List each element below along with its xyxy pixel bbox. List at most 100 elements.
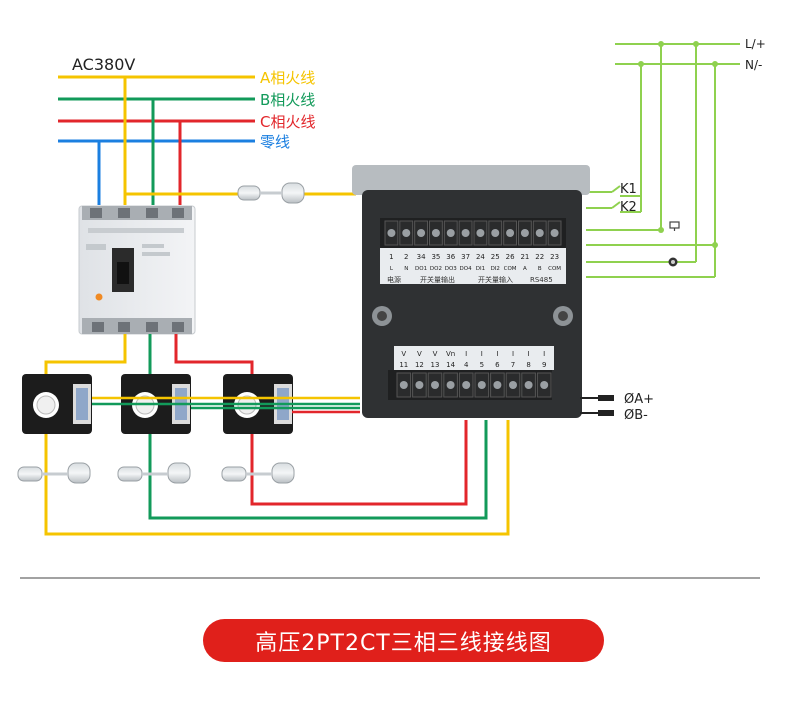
bottom-terminal-screw-head xyxy=(399,381,408,389)
top-terminal-function: B xyxy=(538,266,542,272)
top-terminal-function: DI1 xyxy=(476,266,485,272)
bottom-terminal-screw-head xyxy=(509,381,517,389)
voltage-return-wires xyxy=(44,420,510,536)
bottom-terminal-signal: Vn xyxy=(446,350,455,358)
bottom-terminal-number: 14 xyxy=(446,361,455,369)
top-terminal-number: 1 xyxy=(389,253,393,261)
phase-a-label: A相火线 xyxy=(260,69,315,87)
phase-c-label: C相火线 xyxy=(260,113,315,131)
supply-voltage-label: AC380V xyxy=(72,55,135,74)
group-label-do: 开关量输出 xyxy=(420,275,455,284)
switch-k2-label: K2 xyxy=(620,200,637,215)
top-terminal-screw-head xyxy=(417,229,426,237)
current-transformer-a xyxy=(22,374,92,434)
bottom-terminal-number: 4 xyxy=(464,361,469,369)
fuse-phase-c xyxy=(221,462,295,484)
top-terminal-number: 23 xyxy=(550,253,559,261)
top-terminal-screw-head xyxy=(402,229,411,237)
group-label-di: 开关量输入 xyxy=(478,275,513,284)
bottom-terminal-number: 8 xyxy=(526,361,530,369)
bottom-terminal-signal: V xyxy=(417,350,422,358)
wire-c-out xyxy=(174,334,254,378)
bottom-terminal-signal: I xyxy=(481,350,483,358)
aux-pos-label: L/+ xyxy=(745,37,766,51)
bottom-terminal-screw-head xyxy=(415,381,424,389)
neutral-label: 零线 xyxy=(260,133,290,151)
rs485-connectors xyxy=(580,395,614,416)
bottom-terminal-signal: I xyxy=(543,350,545,358)
bottom-terminal-number: 9 xyxy=(542,361,546,369)
aux-neg-label: N/- xyxy=(745,58,762,72)
bottom-terminal-signal: I xyxy=(528,350,530,358)
breaker-output-wires xyxy=(44,334,254,378)
caption-text: 高压2PT2CT三相三线接线图 xyxy=(255,630,552,656)
top-terminal-function: N xyxy=(404,266,408,272)
meter-bottom-terminals xyxy=(396,372,552,398)
top-terminal-screw-head xyxy=(461,229,470,237)
bottom-terminal-number: 5 xyxy=(480,361,484,369)
top-terminal-screw-head xyxy=(520,229,529,237)
lamp-icon xyxy=(668,257,678,267)
group-label-power: 电源 xyxy=(387,275,401,284)
switch-k1-label: K1 xyxy=(620,182,637,197)
bottom-terminal-number: 13 xyxy=(431,361,440,369)
top-terminal-screw-head xyxy=(550,229,559,237)
ct-secondary-wires xyxy=(92,396,360,414)
switch-contacts xyxy=(611,185,621,209)
bottom-terminal-screw-head xyxy=(446,381,455,389)
top-terminal-number: 25 xyxy=(491,253,500,261)
aux-junction-dots xyxy=(638,41,718,248)
top-terminal-screw-head xyxy=(446,229,455,237)
top-terminal-number: 26 xyxy=(506,253,515,261)
group-label-rs485: RS485 xyxy=(530,276,553,284)
top-terminal-function: DO1 xyxy=(415,266,427,272)
top-terminal-function: COM xyxy=(548,266,561,272)
top-terminal-function: DO4 xyxy=(460,266,473,272)
top-terminal-number: 35 xyxy=(431,253,440,261)
top-terminal-screw-head xyxy=(476,229,485,237)
top-terminal-number: 37 xyxy=(461,253,470,261)
rs485-a-label: ØA+ xyxy=(624,392,654,407)
supply-bus xyxy=(58,75,255,143)
top-terminal-function: DO3 xyxy=(445,266,458,272)
bottom-terminal-signal: V xyxy=(433,350,438,358)
bottom-terminal-screw-head xyxy=(540,381,549,389)
fuse-phase-b xyxy=(117,462,191,484)
bottom-terminal-signal: I xyxy=(512,350,514,358)
aux-power-lines xyxy=(586,43,740,278)
wire-a-out xyxy=(44,334,127,378)
top-terminal-number: 22 xyxy=(535,253,544,261)
top-terminal-number: 21 xyxy=(520,253,529,261)
bottom-terminal-signal: V xyxy=(401,350,406,358)
top-terminal-screw-head xyxy=(535,229,544,237)
bottom-terminal-signal: I xyxy=(465,350,467,358)
bottom-terminal-number: 6 xyxy=(495,361,500,369)
meter-top-terminals xyxy=(384,220,562,246)
fuse-phase-a xyxy=(17,462,91,484)
bottom-terminal-screw-head xyxy=(431,381,439,389)
circuit-breaker xyxy=(78,205,196,335)
top-terminal-number: 34 xyxy=(417,253,426,261)
top-terminal-screw-head xyxy=(506,229,515,237)
top-terminal-screw-head xyxy=(431,229,440,237)
top-terminal-function: A xyxy=(523,266,527,272)
bottom-terminal-number: 7 xyxy=(511,361,515,369)
rs485-b-label: ØB- xyxy=(624,408,648,423)
top-terminal-screw-head xyxy=(387,229,396,237)
top-terminal-function: DI2 xyxy=(491,266,500,272)
top-terminal-function: COM xyxy=(504,266,517,272)
top-terminal-number: 2 xyxy=(404,253,408,261)
top-terminal-screw-head xyxy=(491,229,500,237)
breaker-feed-wires xyxy=(97,77,182,205)
phase-b-label: B相火线 xyxy=(260,91,315,109)
caption-badge: 高压2PT2CT三相三线接线图 xyxy=(203,619,604,662)
bottom-terminal-number: 11 xyxy=(399,361,408,369)
meter-top-group-labels: 电源 开关量输出 开关量输入 RS485 xyxy=(387,275,553,284)
bottom-terminal-screw-head xyxy=(493,381,502,389)
bottom-terminal-screw-head xyxy=(462,381,471,389)
top-terminal-function: L xyxy=(390,266,394,272)
fuse-top xyxy=(237,182,305,204)
bottom-terminal-screw-head xyxy=(477,381,486,389)
